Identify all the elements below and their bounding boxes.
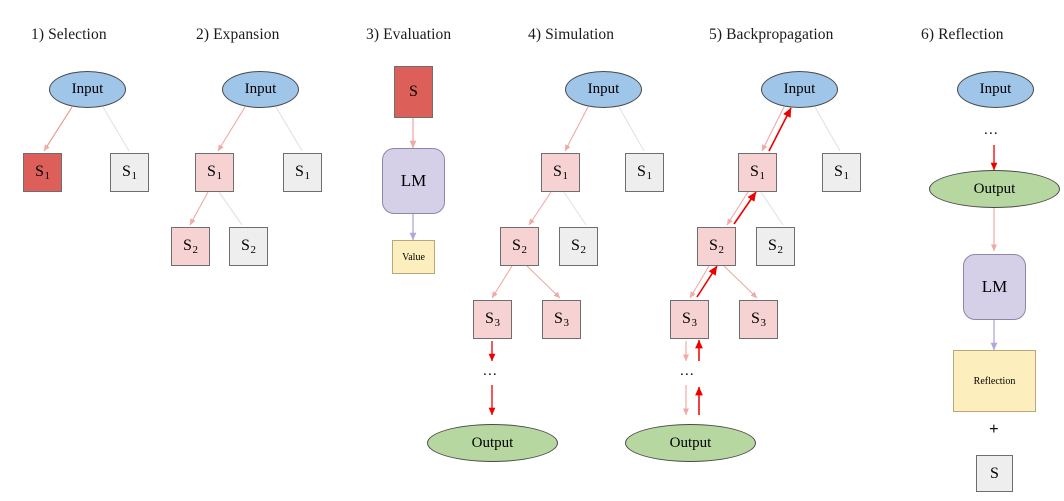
simulation-ellipsis: ...	[483, 363, 498, 379]
selection-s1-unvisited-node[interactable]: S1	[110, 153, 149, 192]
reflection-s-node[interactable]: S	[976, 455, 1013, 492]
node-label-subscript: 1	[759, 170, 765, 183]
backpropagation-s2-visited-node[interactable]: S2	[697, 227, 736, 266]
panel-title-simulation: 4) Simulation	[528, 26, 615, 43]
node-label: Input	[71, 81, 104, 97]
node-label-subscript: 1	[646, 170, 652, 183]
node-label: Input	[979, 81, 1012, 97]
evaluation-value-node[interactable]: Value	[392, 240, 435, 274]
node-label: S3	[554, 309, 569, 330]
node-label-subscript: 1	[216, 170, 222, 183]
selection-s1-selected-node[interactable]: S1	[23, 153, 62, 192]
node-label: Reflection	[973, 375, 1016, 387]
node-label-subscript: 3	[494, 317, 500, 330]
node-label: S1	[207, 162, 222, 183]
node-label-subscript: 2	[580, 244, 586, 257]
simulation-s2-visited-node[interactable]: S2	[500, 227, 539, 266]
node-label: LM	[400, 171, 427, 190]
node-label: Output	[669, 434, 712, 451]
simulation-output-node[interactable]: Output	[427, 424, 558, 462]
node-label: Input	[783, 81, 816, 97]
backpropagation-input-node[interactable]: Input	[761, 71, 838, 108]
node-label: Input	[244, 81, 277, 97]
selection-input-node[interactable]: Input	[49, 71, 126, 108]
node-label: Output	[471, 434, 514, 451]
expansion-input-node[interactable]: Input	[222, 71, 299, 108]
node-label-subscript: 3	[760, 317, 766, 330]
node-label-subscript: 1	[131, 170, 137, 183]
reflection-output-node[interactable]: Output	[929, 170, 1060, 208]
reflection-input-node[interactable]: Input	[957, 71, 1034, 108]
backpropagation-s1-unvisited-node[interactable]: S1	[822, 153, 861, 192]
node-label: S2	[241, 236, 256, 257]
node-label: S2	[512, 236, 527, 257]
node-label-subscript: 1	[843, 170, 849, 183]
node-label: Input	[587, 81, 620, 97]
node-label-subscript: 2	[521, 244, 527, 257]
node-label: S	[990, 464, 999, 482]
node-label-subscript: 2	[718, 244, 724, 257]
panel-title-selection: 1) Selection	[31, 26, 107, 43]
reflection-plus-operator: +	[989, 419, 999, 438]
reflection-ellipsis: ...	[984, 122, 999, 138]
panel-selection-edges	[43, 106, 130, 152]
node-label: S3	[751, 309, 766, 330]
panel-title-reflection: 6) Reflection	[921, 26, 1004, 43]
node-label: Value	[402, 251, 425, 263]
node-label: S3	[682, 309, 697, 330]
node-label: S2	[768, 236, 783, 257]
simulation-s3-left-node[interactable]: S3	[473, 300, 512, 339]
simulation-s1-visited-node[interactable]: S1	[541, 153, 580, 192]
backpropagation-s3-right-node[interactable]: S3	[739, 300, 778, 339]
node-label-subscript: 2	[250, 244, 256, 257]
node-label-subscript: 2	[777, 244, 783, 257]
simulation-s1-unvisited-node[interactable]: S1	[625, 153, 664, 192]
evaluation-lm-node[interactable]: LM	[382, 148, 445, 214]
backpropagation-s3-left-node[interactable]: S3	[670, 300, 709, 339]
node-label: S1	[295, 162, 310, 183]
expansion-s2-unvisited-node[interactable]: S2	[229, 227, 268, 266]
reflection-reflection-node[interactable]: Reflection	[953, 350, 1036, 412]
node-label: Output	[973, 180, 1016, 197]
simulation-s3-right-node[interactable]: S3	[542, 300, 581, 339]
panel-title-expansion: 2) Expansion	[196, 26, 280, 43]
node-label: S1	[35, 162, 50, 183]
node-label: S1	[553, 162, 568, 183]
node-label: S1	[750, 162, 765, 183]
expansion-s1-unvisited-node[interactable]: S1	[283, 153, 322, 192]
node-label-subscript: 1	[304, 170, 310, 183]
node-label: S1	[122, 162, 137, 183]
simulation-s2-unvisited-node[interactable]: S2	[559, 227, 598, 266]
expansion-s1-visited-node[interactable]: S1	[195, 153, 234, 192]
node-label-subscript: 1	[44, 170, 50, 183]
node-label-subscript: 2	[192, 244, 198, 257]
backpropagation-s1-visited-node[interactable]: S1	[738, 153, 777, 192]
node-label: S2	[571, 236, 586, 257]
simulation-input-node[interactable]: Input	[565, 71, 642, 108]
evaluation-s-node[interactable]: S	[394, 66, 433, 118]
node-label: S2	[709, 236, 724, 257]
expansion-s2-visited-node[interactable]: S2	[171, 227, 210, 266]
node-label: S3	[485, 309, 500, 330]
panel-title-evaluation: 3) Evaluation	[366, 26, 452, 43]
node-label-subscript: 1	[562, 170, 568, 183]
panel-title-backpropagation: 5) Backpropagation	[709, 26, 834, 43]
node-label: S1	[834, 162, 849, 183]
node-label-subscript: 3	[563, 317, 569, 330]
node-label-subscript: 3	[691, 317, 697, 330]
node-label: S2	[183, 236, 198, 257]
backpropagation-ellipsis: ...	[680, 363, 695, 379]
reflection-lm-node[interactable]: LM	[963, 254, 1026, 320]
node-label: S	[409, 83, 418, 100]
backpropagation-s2-unvisited-node[interactable]: S2	[756, 227, 795, 266]
node-label: LM	[981, 277, 1008, 296]
node-label: S1	[637, 162, 652, 183]
backpropagation-output-node[interactable]: Output	[625, 424, 756, 462]
